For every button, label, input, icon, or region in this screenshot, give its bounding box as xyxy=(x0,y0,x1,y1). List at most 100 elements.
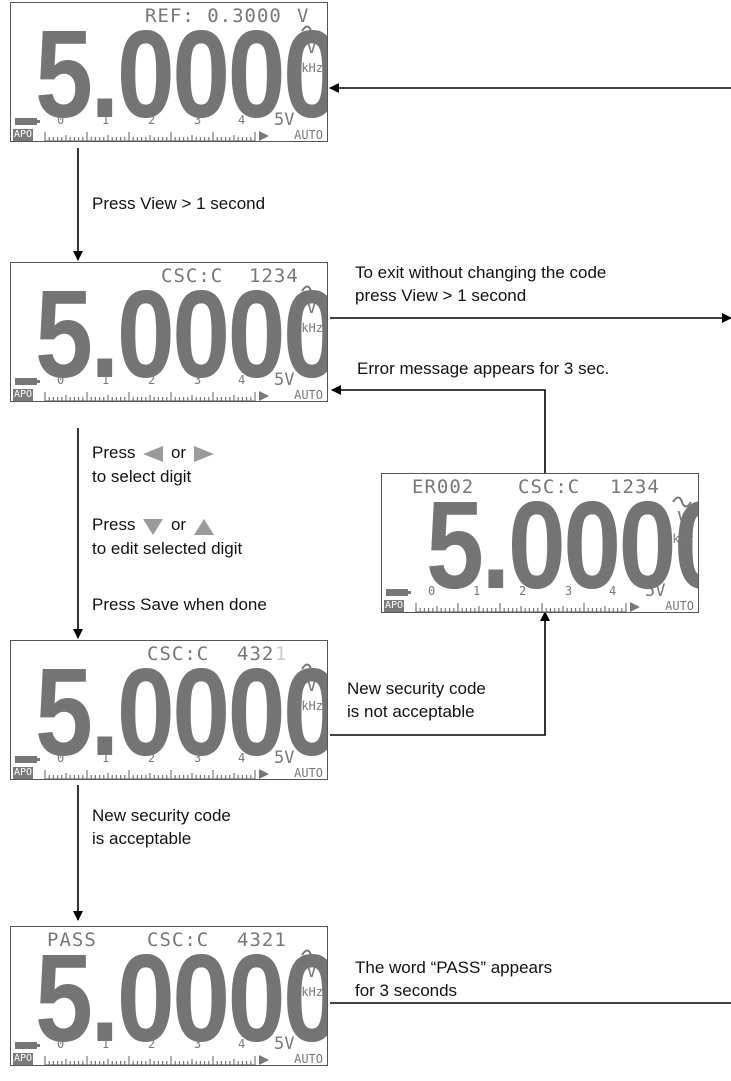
lcd-frequency: 1kHz xyxy=(294,699,323,713)
auto-range-label: AUTO xyxy=(294,766,323,780)
lcd-top-mid: REF: 0.3000 xyxy=(145,5,282,27)
scale-1: 1 xyxy=(102,751,110,765)
acceptable-line2: is acceptable xyxy=(92,829,192,848)
lcd-top-right: V xyxy=(297,5,310,27)
ac-wave-icon xyxy=(301,285,321,297)
lcd-frequency: 1kHz xyxy=(665,532,694,546)
battery-icon xyxy=(15,756,40,763)
lcd-top-mid: CSC:C xyxy=(147,929,210,951)
battery-icon xyxy=(386,589,411,596)
select-digit-line1: Press or xyxy=(92,442,217,464)
lcd-top-mid: CSC:C xyxy=(518,476,581,498)
left-arrow-button-icon xyxy=(143,445,164,462)
scale-4: 4 xyxy=(238,373,246,387)
bar-graph-ticks xyxy=(44,1055,269,1065)
ac-wave-icon xyxy=(301,663,321,675)
down-arrow-button-icon xyxy=(143,518,164,535)
auto-range-label: AUTO xyxy=(294,1052,323,1066)
auto-range-label: AUTO xyxy=(294,128,323,142)
lcd-screen-pass: PASS CSC:C 4321 5.0000 V 1kHz 0 1 2 3 4 … xyxy=(10,926,328,1066)
lcd-top-left: PASS xyxy=(47,929,97,951)
lcd-top-mid: CSC:C xyxy=(147,643,210,665)
lcd-top-mid: CSC:C xyxy=(161,265,224,287)
lcd-screen-edit: CSC:C 432 1 5.0000 V 1kHz 0 1 2 3 4 5V A… xyxy=(10,640,328,780)
scale-1: 1 xyxy=(102,373,110,387)
lcd-unit: V xyxy=(306,961,317,982)
scale-1: 1 xyxy=(102,113,110,127)
apo-indicator: APO xyxy=(384,600,405,612)
lcd-unit: V xyxy=(306,37,317,58)
ac-wave-icon xyxy=(672,496,692,508)
scale-5: 5V xyxy=(645,581,666,601)
lcd-unit: V xyxy=(677,508,688,529)
scale-5: 5V xyxy=(274,370,295,390)
lcd-reading: 5.0000 xyxy=(35,930,328,1066)
lcd-frequency: 1kHz xyxy=(294,61,323,75)
or-word: or xyxy=(170,443,187,462)
scale-3: 3 xyxy=(194,1037,202,1051)
edit-digit-line2: to edit selected digit xyxy=(92,539,243,558)
scale-0: 0 xyxy=(57,113,65,127)
apo-indicator: APO xyxy=(13,389,34,401)
lcd-top-right: 432 xyxy=(237,643,275,665)
press-view-label: Press View > 1 second xyxy=(92,194,266,213)
error-message-label: Error message appears for 3 sec. xyxy=(357,359,610,378)
overrange-arrow-icon xyxy=(259,1055,269,1065)
overrange-arrow-icon xyxy=(259,391,269,401)
ac-wave-icon xyxy=(301,949,321,961)
pass-info-line1: The word “PASS” appears xyxy=(355,958,553,977)
arrow-not-acceptable xyxy=(330,611,550,736)
lcd-top-right-dim-digit: 1 xyxy=(275,643,288,665)
bar-graph-ticks xyxy=(415,602,640,612)
press-word: Press xyxy=(92,515,136,534)
scale-4: 4 xyxy=(609,584,617,598)
select-digit-line2: to select digit xyxy=(92,467,192,486)
edit-digit-line1: Press or xyxy=(92,514,217,536)
or-word: or xyxy=(170,515,187,534)
apo-indicator: APO xyxy=(13,129,34,141)
scale-5: 5V xyxy=(274,1034,295,1054)
lcd-top-right: 1234 xyxy=(249,265,299,287)
apo-indicator: APO xyxy=(13,1053,34,1065)
lcd-unit: V xyxy=(306,297,317,318)
overrange-arrow-icon xyxy=(259,769,269,779)
save-done-label: Press Save when done xyxy=(92,595,267,614)
overrange-arrow-icon xyxy=(259,131,269,141)
lcd-top-right: 1234 xyxy=(610,476,660,498)
bar-graph-ticks xyxy=(44,769,269,779)
lcd-reading: 5.0000 xyxy=(426,477,698,613)
scale-0: 0 xyxy=(428,584,436,598)
not-acceptable-line1: New security code xyxy=(347,679,486,698)
scale-2: 2 xyxy=(148,373,156,387)
lcd-screen-ref: REF: 0.3000 V 5.0000 V 1kHz 0 1 2 3 4 5V… xyxy=(10,2,328,142)
apo-indicator: APO xyxy=(13,767,34,779)
scale-2: 2 xyxy=(148,1037,156,1051)
battery-icon xyxy=(15,378,40,385)
scale-3: 3 xyxy=(565,584,573,598)
up-arrow-button-icon xyxy=(193,518,214,535)
scale-2: 2 xyxy=(519,584,527,598)
lcd-reading: 5.0000 xyxy=(35,266,328,402)
bar-graph-ticks xyxy=(44,391,269,401)
lcd-reading: 5.0000 xyxy=(35,644,328,780)
scale-1: 1 xyxy=(473,584,481,598)
not-acceptable-line2: is not acceptable xyxy=(347,702,475,721)
scale-3: 3 xyxy=(194,751,202,765)
auto-range-label: AUTO xyxy=(665,599,694,613)
lcd-frequency: 1kHz xyxy=(294,985,323,999)
scale-4: 4 xyxy=(238,113,246,127)
scale-0: 0 xyxy=(57,751,65,765)
scale-5: 5V xyxy=(274,748,295,768)
exit-instruction-line1: To exit without changing the code xyxy=(355,263,607,282)
scale-4: 4 xyxy=(238,751,246,765)
lcd-screen-csc: CSC:C 1234 5.0000 V 1kHz 0 1 2 3 4 5V AP… xyxy=(10,262,328,402)
scale-3: 3 xyxy=(194,373,202,387)
scale-3: 3 xyxy=(194,113,202,127)
lcd-unit: V xyxy=(306,675,317,696)
press-word: Press xyxy=(92,443,136,462)
acceptable-line1: New security code xyxy=(92,806,231,825)
scale-0: 0 xyxy=(57,373,65,387)
right-arrow-button-icon xyxy=(193,445,214,462)
lcd-top-left: ER002 xyxy=(412,476,475,498)
pass-info-line2: for 3 seconds xyxy=(355,981,458,1000)
